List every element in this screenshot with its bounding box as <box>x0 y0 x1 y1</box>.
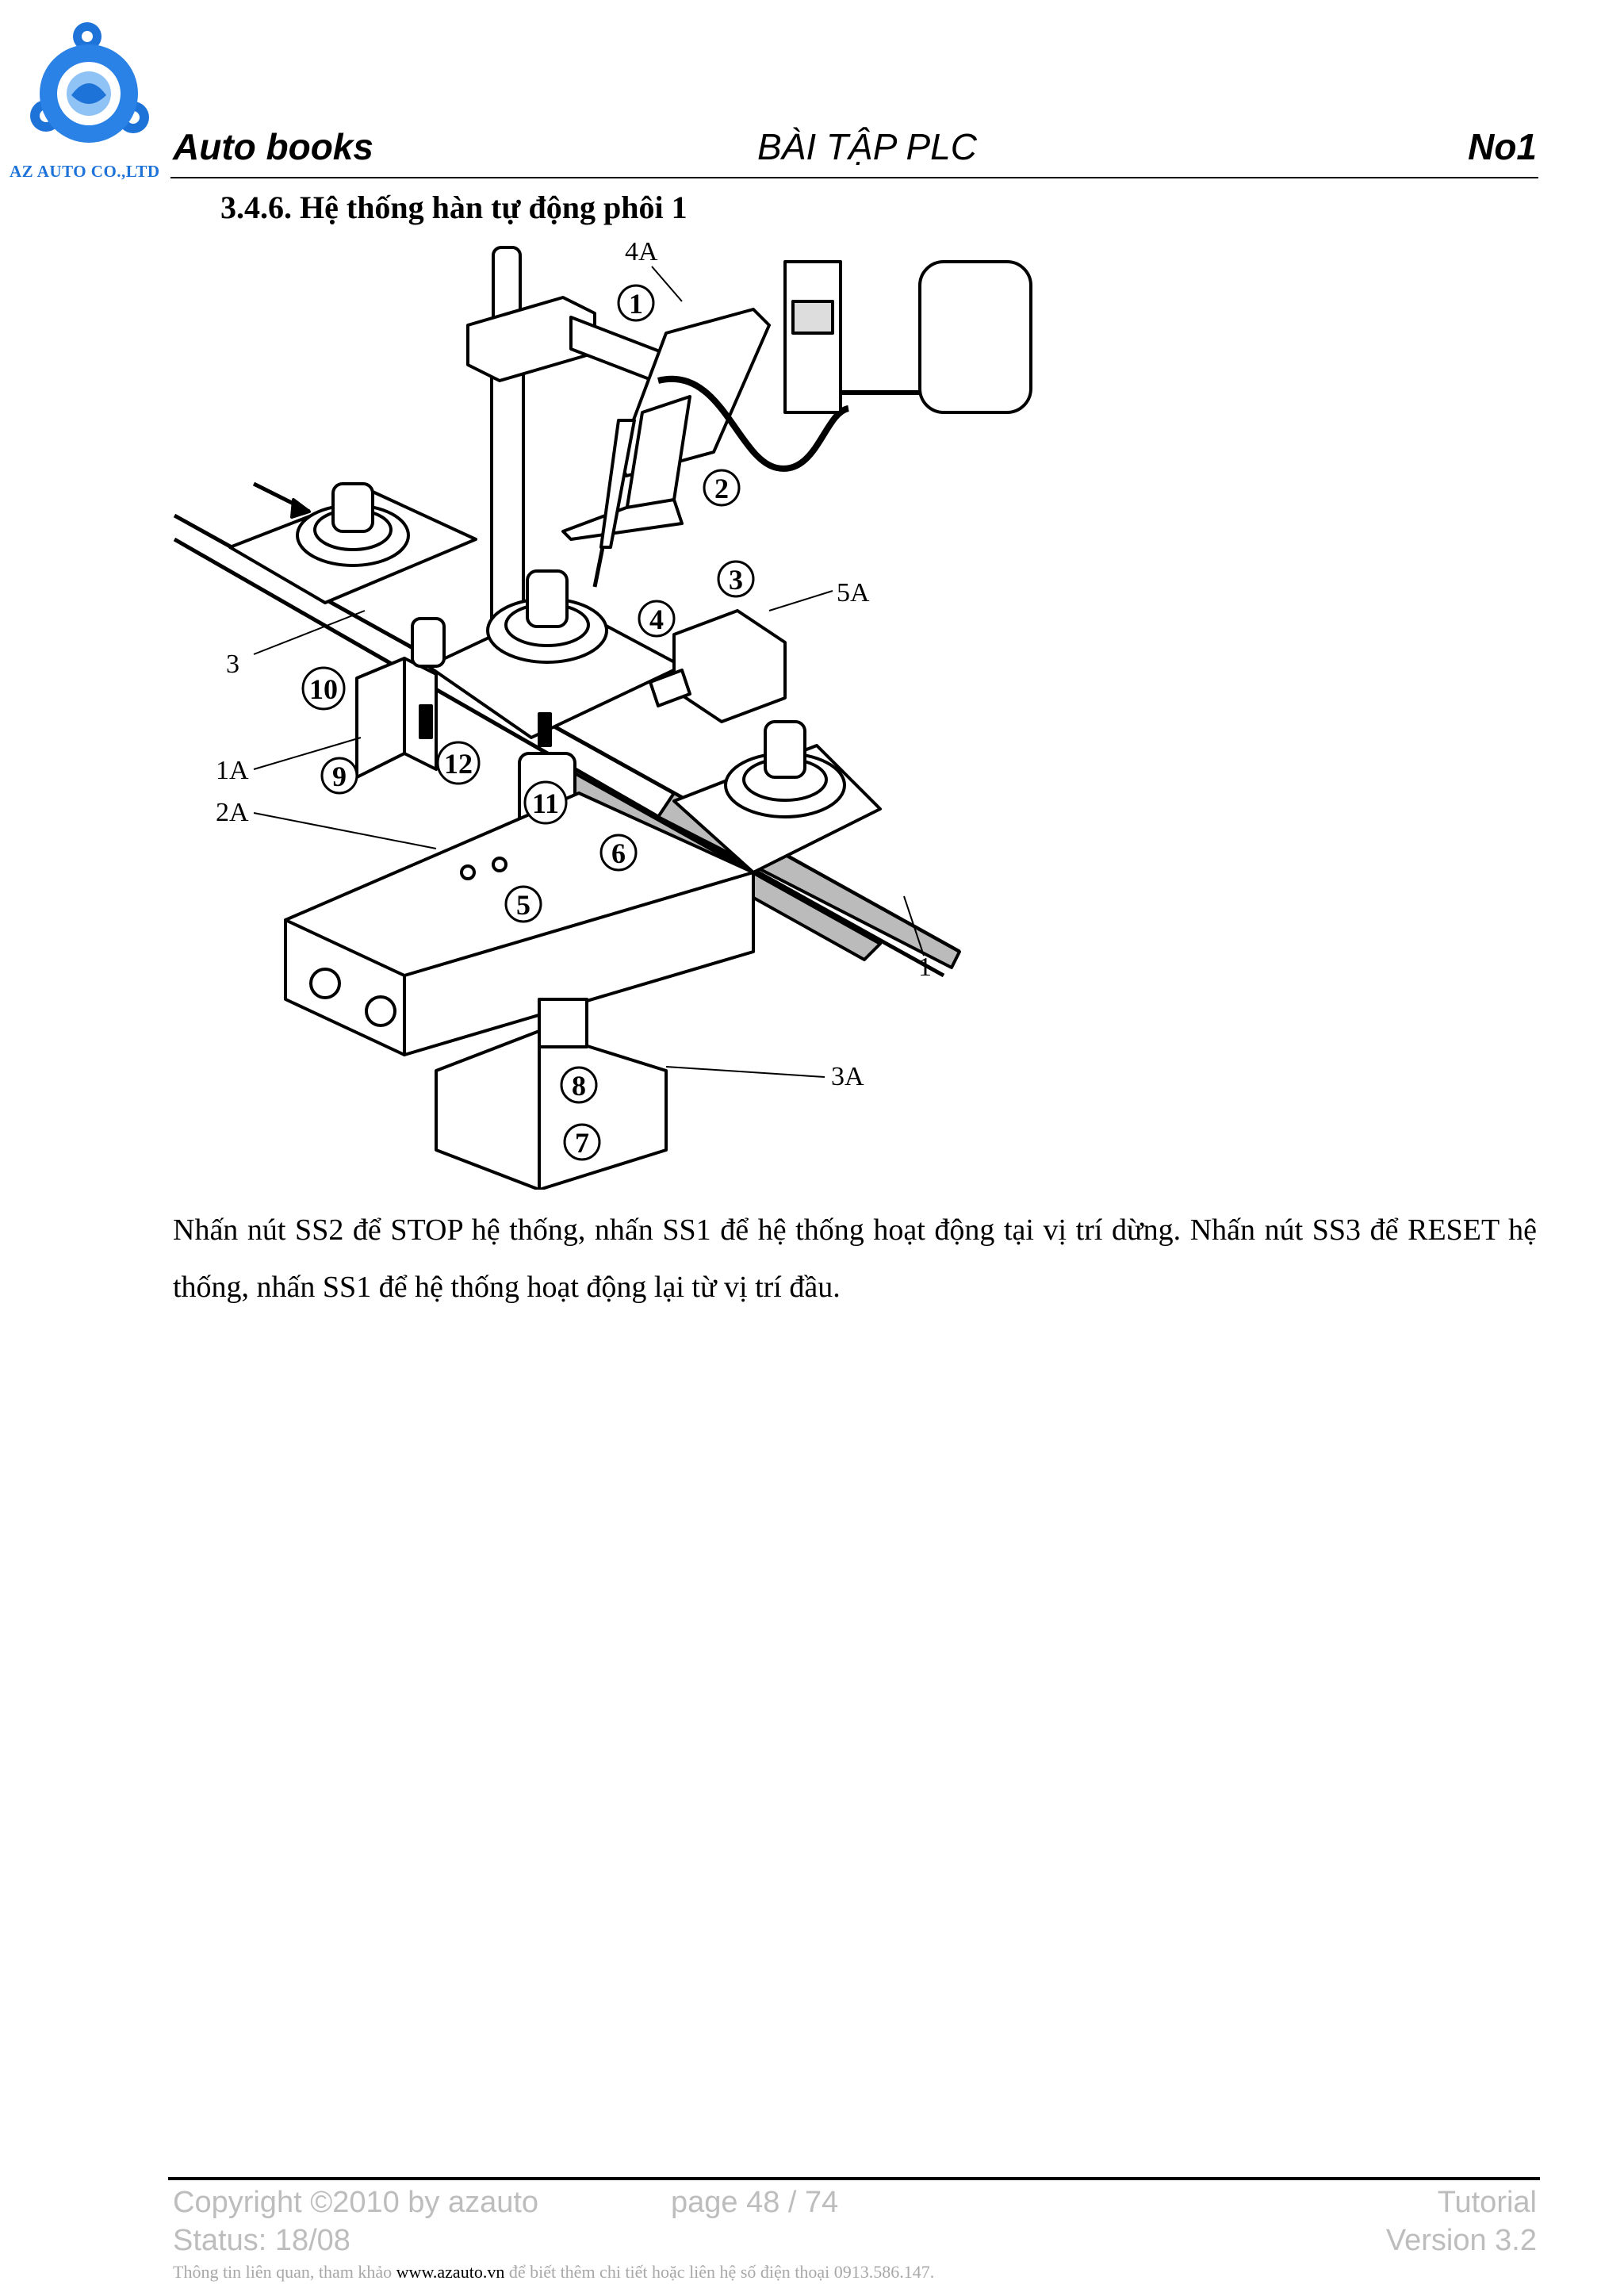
header-number: No1 <box>1468 126 1537 167</box>
footer-copyright: Copyright ©2010 by azauto <box>173 2186 539 2219</box>
svg-text:7: 7 <box>575 1127 589 1159</box>
figure-marker: 6 <box>599 834 638 872</box>
header-book-title: Auto books <box>173 126 373 167</box>
instruction-paragraph: Nhấn nút SS2 để STOP hệ thống, nhấn SS1 … <box>173 1213 1537 1304</box>
figure-marker: 3 <box>717 560 755 598</box>
gear-logo-icon <box>30 22 149 143</box>
figure-marker: 9 <box>320 757 358 795</box>
svg-text:8: 8 <box>572 1070 586 1102</box>
welding-system-figure: 1 2 3 4 5 6 7 8 9 10 11 12 4A 5A 3 1A 2A… <box>167 237 1047 1191</box>
figure-marker: 7 <box>563 1123 601 1161</box>
svg-text:10: 10 <box>309 673 338 705</box>
header-doc-title: BÀI TẬP PLC <box>757 126 977 167</box>
figure-label: 2A <box>216 798 249 827</box>
company-logo <box>8 6 167 189</box>
figure-marker: 8 <box>560 1066 598 1104</box>
figure-marker: 12 <box>436 741 481 785</box>
figure-marker: 5 <box>504 885 542 923</box>
svg-text:5: 5 <box>516 889 530 921</box>
footer-page-number: page 48 / 74 <box>671 2186 839 2219</box>
figure-label: 1 <box>918 953 932 982</box>
svg-text:6: 6 <box>611 838 626 869</box>
footer-website-link[interactable]: www.azauto.vn <box>396 2262 505 2282</box>
figure-marker: 4 <box>638 600 676 638</box>
footer-note-text: Thông tin liên quan, tham khảo <box>173 2262 396 2282</box>
svg-text:4: 4 <box>649 604 664 635</box>
section-title: 3.4.6. Hệ thống hàn tự động phôi 1 <box>220 190 688 225</box>
welding-machine-illustration: 1 2 3 4 5 6 7 8 9 10 11 12 4A 5A 3 1A 2A… <box>173 237 1032 1191</box>
svg-text:9: 9 <box>332 761 347 792</box>
figure-marker: 2 <box>703 469 741 507</box>
svg-text:3: 3 <box>729 564 743 596</box>
logo-text: AZ AUTO CO.,LTD <box>10 162 160 181</box>
figure-marker: 11 <box>523 780 568 825</box>
footer-note-text: để biết thêm chi tiết hoặc liên hệ số đi… <box>504 2262 935 2282</box>
footer-status: Status: 18/08 <box>173 2224 350 2257</box>
footer-contact-note: Thông tin liên quan, tham khảo www.azaut… <box>173 2262 934 2283</box>
figure-label: 1A <box>216 756 249 785</box>
header-rule <box>170 177 1538 178</box>
footer-tutorial: Tutorial <box>1437 2186 1537 2219</box>
figure-marker: 1 <box>617 284 655 322</box>
svg-text:12: 12 <box>444 748 473 780</box>
svg-text:11: 11 <box>532 788 559 819</box>
figure-marker: 10 <box>301 666 346 711</box>
svg-text:1: 1 <box>629 288 643 320</box>
svg-text:2: 2 <box>714 473 729 504</box>
figure-label: 4A <box>625 238 658 266</box>
figure-label: 5A <box>837 578 870 608</box>
footer-rule <box>168 2177 1540 2180</box>
figure-label: 3 <box>226 650 239 679</box>
footer-version: Version 3.2 <box>1385 2224 1537 2257</box>
figure-label: 3A <box>831 1062 864 1091</box>
